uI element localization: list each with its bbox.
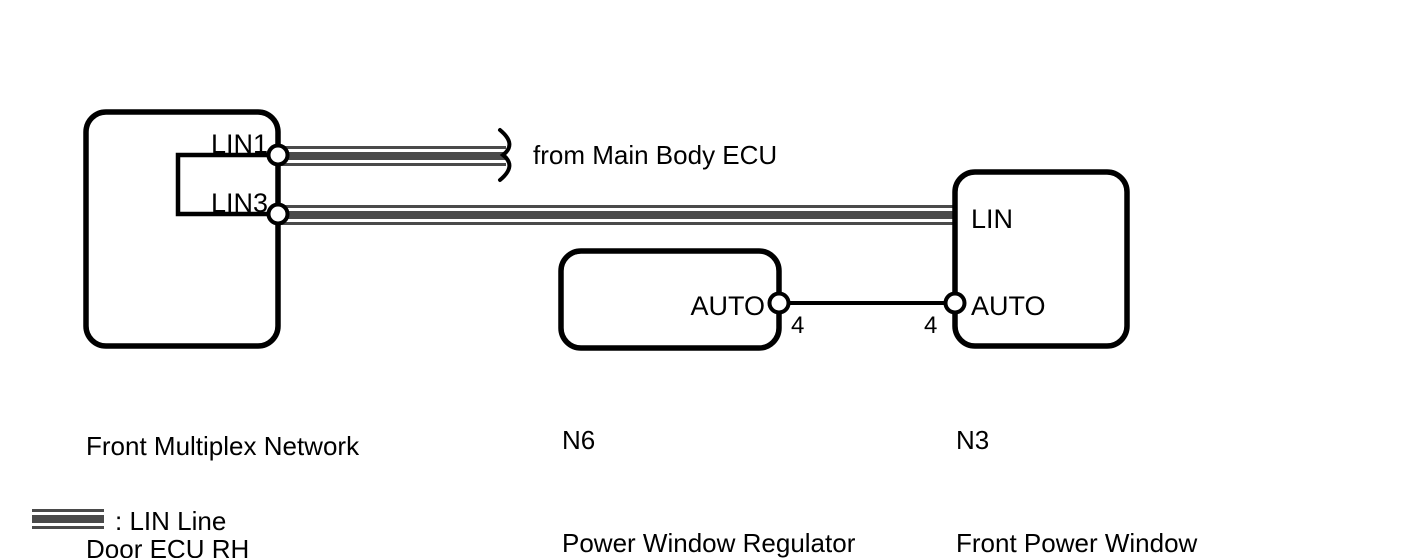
pin-label-n3-auto: 4 xyxy=(924,312,938,339)
terminal-circle-n3-auto xyxy=(943,291,967,315)
terminal-circle-lin3 xyxy=(266,202,290,226)
pin-label-n6-auto: 4 xyxy=(791,312,805,339)
legend-lin-line-symbol xyxy=(32,509,104,529)
terminal-label-n6-auto: AUTO xyxy=(690,291,765,321)
component-label-front-multiplex-network-door-ecu-rh: Front Multiplex Network Door ECU RH xyxy=(86,360,359,558)
legend-label-lin-line: : LIN Line xyxy=(115,506,227,536)
lin-wire-lin3-to-n3 xyxy=(278,205,957,225)
component-code-n6: N6 xyxy=(562,424,596,455)
component-box-n3 xyxy=(952,169,1130,349)
component-label-n3: N3 Front Power Window Regulator Motor As… xyxy=(956,354,1306,558)
lin-wire-lin1 xyxy=(278,146,506,166)
component-label-line-1: Front Power Window xyxy=(956,527,1198,558)
ecu-box-front-multiplex-network-door-ecu-rh xyxy=(83,109,281,349)
terminal-label-lin1: LIN1 xyxy=(210,129,268,159)
component-label-n6: N6 Power Window Regulator Switch Assembl… xyxy=(562,354,855,558)
terminal-circle-lin1 xyxy=(266,143,290,167)
terminal-label-n3-lin: LIN xyxy=(971,204,1014,234)
terminal-label-lin3: LIN3 xyxy=(210,188,268,218)
ecu-internal-link xyxy=(175,152,278,217)
component-label-line-2: Door ECU RH xyxy=(86,533,250,558)
wire-break-brace-icon xyxy=(498,128,512,182)
terminal-circle-n6-auto xyxy=(767,291,791,315)
component-label-line-1: Power Window Regulator xyxy=(562,527,856,558)
terminal-label-n3-auto: AUTO xyxy=(971,291,1046,321)
annotation-from-main-body-ecu: from Main Body ECU xyxy=(533,140,778,170)
component-code-n3: N3 xyxy=(956,424,990,455)
component-label-line-1: Front Multiplex Network xyxy=(86,430,360,461)
